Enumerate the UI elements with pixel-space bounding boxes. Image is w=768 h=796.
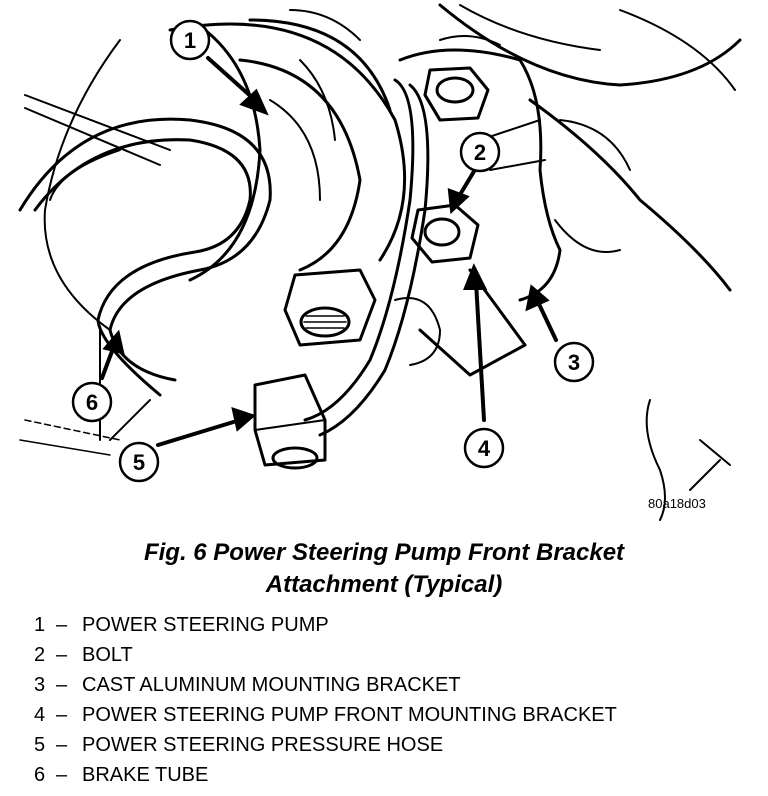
legend-item: 4–POWER STEERING PUMP FRONT MOUNTING BRA… — [34, 700, 617, 730]
figure-caption-line-2: Attachment (Typical) — [265, 571, 503, 598]
legend-item: 3–CAST ALUMINUM MOUNTING BRACKET — [34, 670, 617, 700]
legend-item: 5–POWER STEERING PRESSURE HOSE — [34, 730, 617, 760]
legend-number: 4 — [34, 704, 46, 726]
legend-number: 5 — [34, 734, 46, 756]
legend-label: BRAKE TUBE — [82, 764, 209, 786]
legend-label: POWER STEERING PRESSURE HOSE — [82, 734, 444, 756]
legend-separator: – — [56, 674, 68, 696]
legend-separator: – — [56, 704, 68, 726]
callout-4-number: 4 — [478, 436, 491, 461]
legend-item: 1–POWER STEERING PUMP — [34, 610, 617, 640]
callout-3-number: 3 — [568, 350, 580, 375]
legend-separator: – — [56, 614, 68, 636]
callout-2-number: 2 — [474, 140, 486, 165]
bracket-diagram: 1 2 3 4 5 6 80a18d03 — [18, 3, 742, 521]
legend-number: 2 — [34, 644, 46, 666]
legend-separator: – — [56, 644, 68, 666]
callout-5-number: 5 — [133, 450, 145, 475]
legend-number: 1 — [34, 614, 46, 636]
callout-1-number: 1 — [184, 28, 196, 53]
legend-label: BOLT — [82, 644, 133, 666]
callout-legend: 1–POWER STEERING PUMP 2–BOLT 3–CAST ALUM… — [34, 610, 617, 790]
legend-separator: – — [56, 764, 68, 786]
drawing-code: 80a18d03 — [648, 496, 706, 511]
legend-separator: – — [56, 734, 68, 756]
legend-item: 6–BRAKE TUBE — [34, 760, 617, 790]
legend-label: POWER STEERING PUMP — [82, 614, 329, 636]
legend-label: CAST ALUMINUM MOUNTING BRACKET — [82, 674, 461, 696]
legend-number: 3 — [34, 674, 46, 696]
figure-caption-line-1: Fig. 6 Power Steering Pump Front Bracket — [143, 539, 625, 566]
legend-label: POWER STEERING PUMP FRONT MOUNTING BRACK… — [82, 704, 617, 726]
callout-6-number: 6 — [86, 390, 98, 415]
legend-item: 2–BOLT — [34, 640, 617, 670]
legend-number: 6 — [34, 764, 46, 786]
